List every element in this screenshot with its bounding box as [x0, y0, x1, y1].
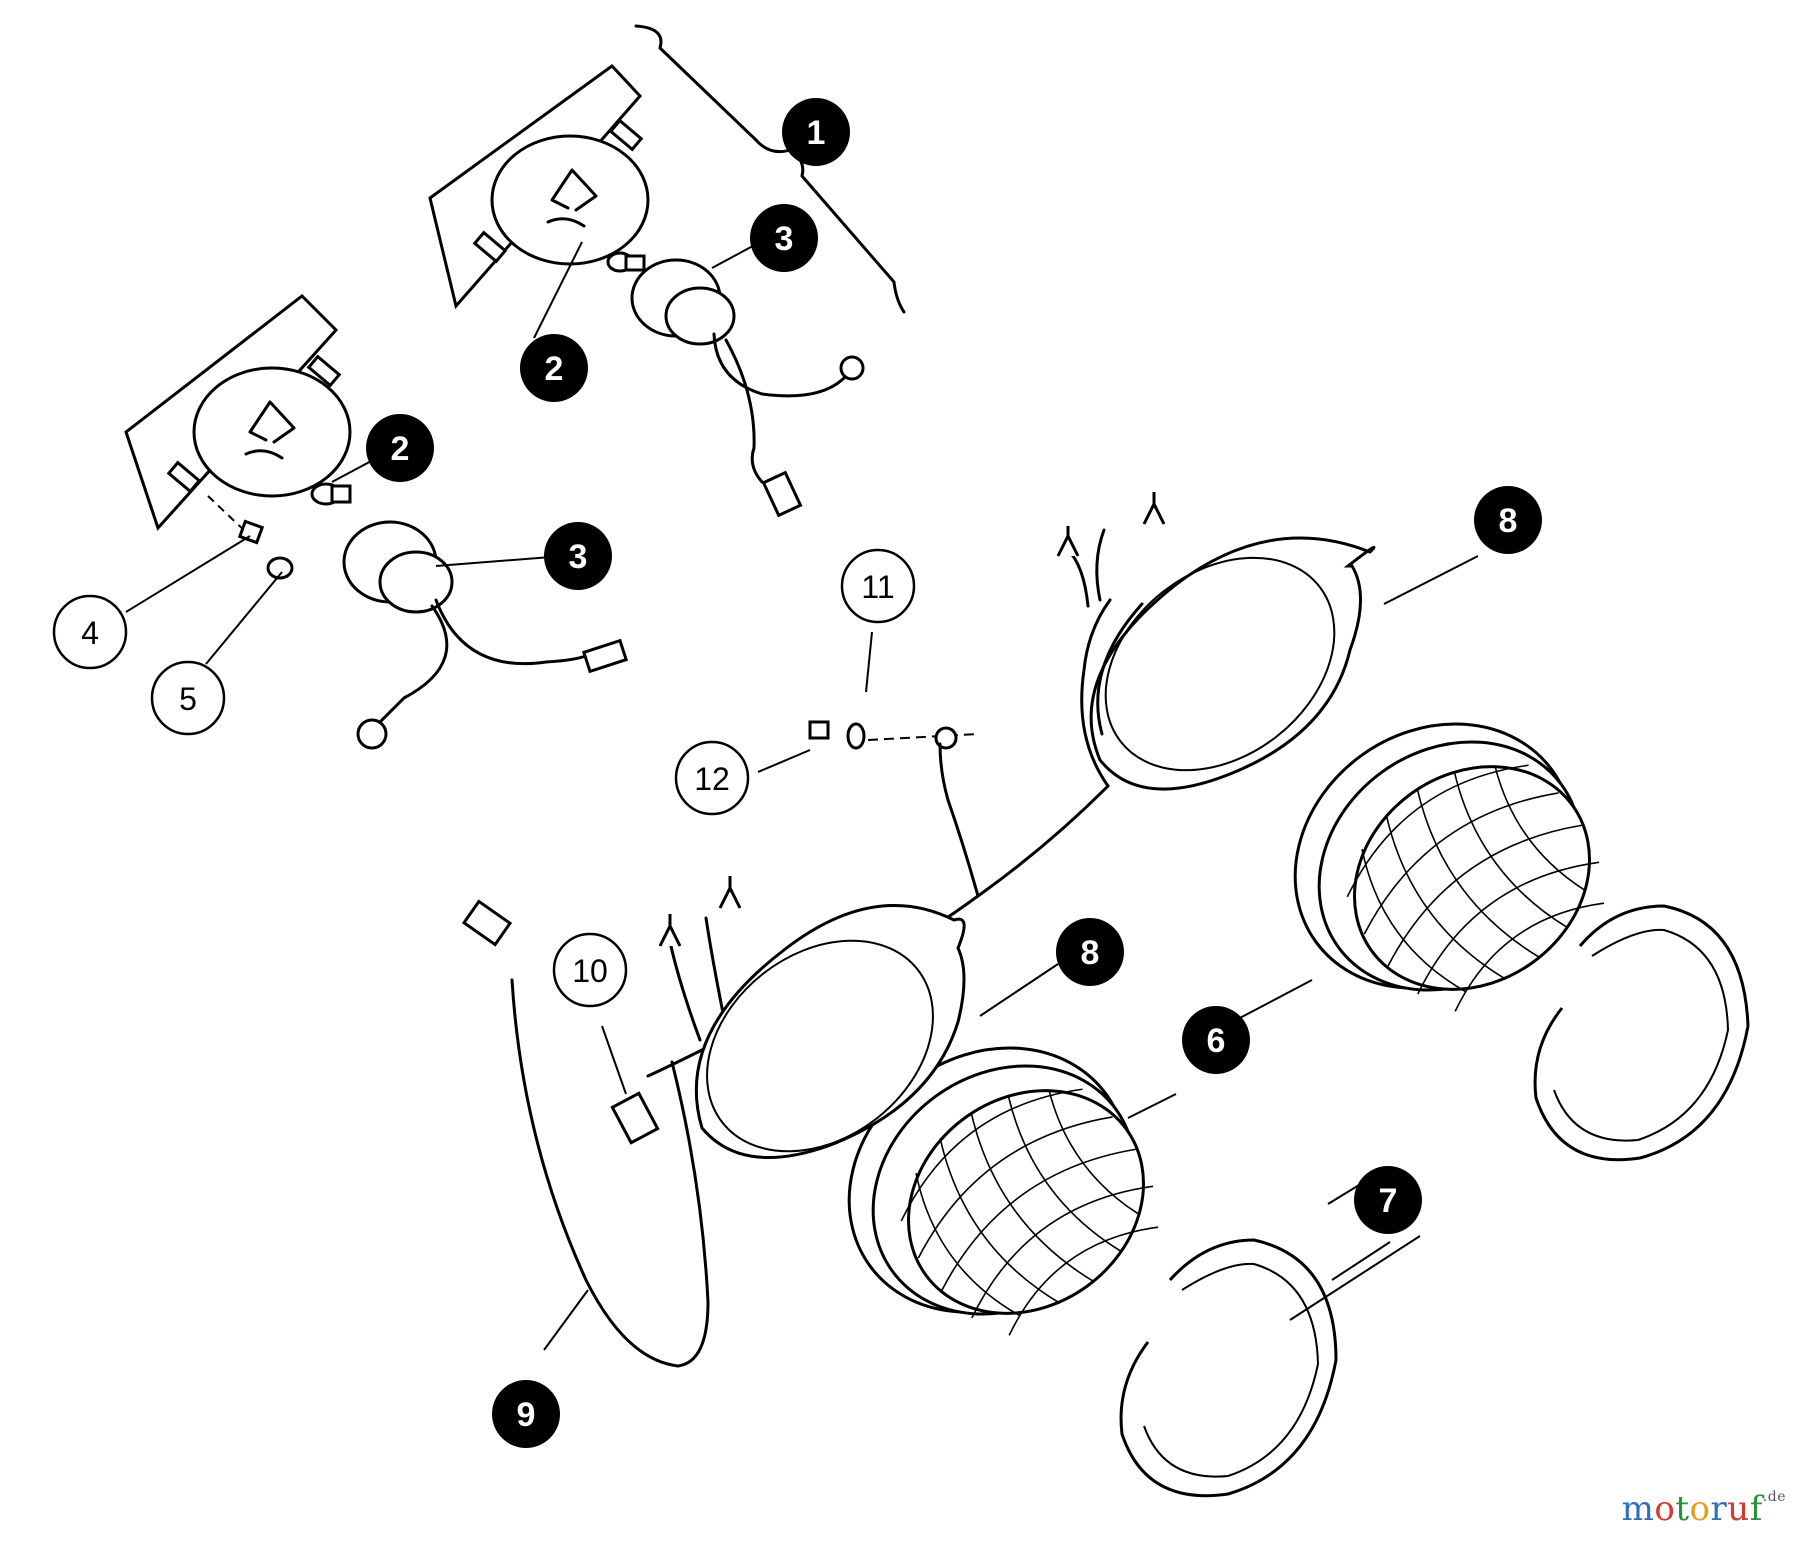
watermark-tld: .de	[1762, 1489, 1786, 1505]
retaining-ring-upper	[1533, 904, 1750, 1162]
callout-6: 6	[1182, 1006, 1250, 1074]
svg-text:2: 2	[391, 430, 410, 468]
sealed-beam-lamp-upper	[1293, 722, 1605, 1012]
callout-4: 4	[52, 594, 128, 670]
watermark-letter: m	[1621, 1489, 1655, 1529]
svg-text:12: 12	[694, 761, 730, 797]
wiring-harness	[461, 492, 1166, 1368]
watermark-letter: u	[1727, 1489, 1750, 1529]
headlight-housing-upper	[428, 64, 650, 310]
svg-text:5: 5	[179, 681, 197, 717]
callout-2-upper: 2	[520, 334, 588, 402]
callout-10: 10	[552, 932, 628, 1008]
callout-3-left: 3	[544, 522, 612, 590]
callout-9: 9	[492, 1380, 560, 1448]
watermark-letter: t	[1675, 1489, 1690, 1529]
callout-5: 5	[150, 660, 226, 736]
hardware-left	[207, 495, 294, 580]
callout-8-lower: 8	[1056, 918, 1124, 986]
svg-text:6: 6	[1207, 1022, 1226, 1060]
bulb-left	[310, 482, 352, 506]
retaining-ring-lower	[1119, 1238, 1338, 1498]
svg-text:8: 8	[1499, 502, 1518, 540]
watermark-letter: r	[1710, 1489, 1728, 1529]
callout-1: 1	[782, 98, 850, 166]
leader-lines	[125, 239, 1479, 1351]
svg-text:9: 9	[517, 1396, 536, 1434]
hardware-ground	[808, 720, 979, 750]
socket-upper	[630, 258, 865, 518]
svg-text:7: 7	[1379, 1182, 1398, 1220]
svg-text:10: 10	[572, 953, 608, 989]
watermark-logo: motoruf.de	[1622, 1489, 1786, 1529]
svg-text:3: 3	[775, 220, 794, 258]
watermark-letter: o	[1654, 1489, 1676, 1529]
callout-2-left: 2	[366, 414, 434, 482]
svg-text:2: 2	[545, 350, 564, 388]
callout-8-upper: 8	[1474, 486, 1542, 554]
mounting-ring-upper	[1089, 536, 1376, 791]
watermark-letters: motoruf	[1622, 1489, 1763, 1529]
svg-text:3: 3	[569, 538, 588, 576]
callout-11: 11	[840, 548, 916, 624]
bulb-upper	[606, 251, 646, 273]
mounting-ring-lower	[694, 903, 966, 1160]
watermark-letter: o	[1689, 1489, 1711, 1529]
callout-7: 7	[1354, 1166, 1422, 1234]
sealed-beam-lamp-lower	[847, 1046, 1159, 1336]
callout-12: 12	[674, 740, 750, 816]
svg-text:8: 8	[1081, 934, 1100, 972]
svg-text:11: 11	[861, 569, 894, 605]
headlight-housing-left	[124, 294, 352, 531]
callout-3-upper: 3	[750, 204, 818, 272]
watermark-letter: f	[1749, 1489, 1763, 1529]
socket-left	[342, 520, 629, 750]
svg-text:1: 1	[807, 114, 826, 152]
svg-text:4: 4	[81, 615, 99, 651]
